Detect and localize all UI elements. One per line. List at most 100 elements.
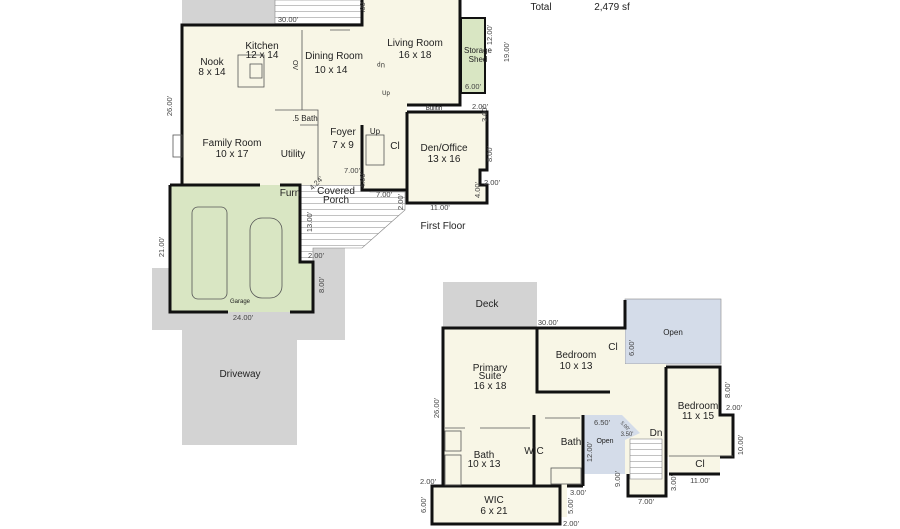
den-size: 13 x 16	[428, 154, 461, 165]
dining-name: Dining Room	[305, 51, 363, 62]
driveway-name: Driveway	[219, 369, 260, 380]
foyer-name: Foyer	[330, 127, 356, 138]
dimension: 2.00'	[420, 477, 437, 486]
nook-size: 8 x 14	[198, 67, 226, 78]
primary-name: Primary	[473, 363, 507, 374]
dimension: 9.00'	[613, 470, 622, 487]
stairs-down-label: Dn	[650, 428, 663, 439]
shed-name-2: Shed	[469, 55, 488, 64]
exterior-wall	[430, 300, 735, 526]
open-area-1	[624, 298, 722, 365]
porch-name-2: Porch	[323, 195, 349, 206]
foyer-size: 7 x 9	[332, 140, 354, 151]
fireplace	[172, 134, 183, 158]
car-icon	[249, 217, 283, 299]
dimension: 10.00'	[736, 434, 745, 455]
deck-name: Deck	[476, 299, 500, 310]
storage-shed	[460, 17, 486, 94]
dimension: 7.00'	[344, 166, 361, 175]
wic1-name: WIC	[524, 446, 543, 457]
stair-up-label: Up	[382, 91, 390, 97]
rear-porch	[274, 0, 363, 26]
primary-name-2: Suite	[479, 371, 502, 382]
interior-walls	[275, 29, 350, 180]
dimension: 5.00'	[358, 0, 367, 13]
wic2-size: 6 x 21	[480, 506, 508, 517]
dimension: 2.00'	[484, 178, 501, 187]
dimension: 6.00'	[465, 82, 482, 91]
stair-up-label: Up	[370, 127, 381, 136]
exterior-wall	[407, 0, 462, 107]
bedroom2-size: 11 x 15	[682, 411, 714, 422]
rear-patio	[182, 0, 275, 25]
dimension: 21.00'	[157, 236, 166, 257]
bedroom1-size: 10 x 13	[560, 361, 593, 372]
stair-up-label: Up	[377, 61, 385, 67]
bedroom1-name: Bedroom	[556, 350, 597, 361]
dimension: 8.00'	[723, 381, 732, 398]
dimension: 24.00'	[233, 313, 254, 322]
kitchen-name: Kitchen	[245, 41, 278, 52]
suv-icon	[191, 206, 228, 300]
bath1-size: 10 x 13	[468, 459, 501, 470]
main-floor-area	[182, 0, 487, 203]
total-value: 2,479 sf	[594, 2, 630, 13]
shower	[550, 467, 582, 485]
open-name-1: Open	[663, 328, 683, 337]
oven-label: OV	[291, 60, 298, 70]
den-name: Den/Office	[420, 143, 467, 154]
wic2-name: WIC	[484, 495, 503, 506]
closet-name: Cl	[390, 141, 399, 152]
dimension: 3.00'	[480, 105, 489, 122]
stair-wall	[360, 125, 407, 192]
dimension: 6.00'	[419, 496, 428, 513]
dimension: 11.00'	[430, 203, 450, 212]
dimension: 8.00'	[317, 276, 326, 293]
nook-name: Nook	[200, 57, 224, 68]
porch-name: Covered	[317, 186, 355, 197]
dimension: 2.00'	[472, 102, 489, 111]
dimension: 5.00'	[566, 497, 575, 514]
total-label: Total	[530, 2, 551, 13]
dimension: 2.00'	[726, 403, 743, 412]
second-floor-plan: Deck Open Bedroom 10 x 13 Cl Primary Sui…	[419, 282, 745, 528]
open-area-2	[583, 415, 640, 474]
exterior-wall	[180, 0, 364, 185]
family-size: 10 x 17	[216, 149, 249, 160]
dimension: 2.00'	[308, 251, 325, 260]
dimension: 3.50'	[621, 432, 634, 438]
garage	[170, 185, 313, 312]
dimension: 4.00'	[473, 181, 482, 198]
dimension: 5.00'	[619, 420, 631, 432]
furn-name: Furn	[280, 188, 301, 199]
half-bath-name: .5 Bath	[292, 114, 317, 123]
bedroom2-name: Bedroom	[678, 401, 719, 412]
dimension: 2.00'	[563, 519, 580, 528]
garage-name: Garage	[230, 299, 251, 305]
dimension: 26.00'	[432, 397, 441, 418]
primary-size: 16 x 18	[474, 381, 507, 392]
dining-size: 10 x 14	[315, 65, 348, 76]
dimension: 3.00'	[570, 488, 587, 497]
living-size: 16 x 18	[399, 50, 432, 61]
deck	[443, 282, 537, 328]
dimension: 7.00'	[638, 497, 655, 506]
dimension: 12.00'	[485, 24, 494, 45]
dimension: 6.50'	[594, 418, 611, 427]
first-floor-title: First Floor	[421, 221, 467, 232]
dimension: 2.00'	[396, 193, 405, 210]
dimension: 30.00'	[538, 318, 559, 327]
bath2-name: Bath	[561, 437, 582, 448]
dimension: 7.00'	[376, 190, 393, 199]
utility-name: Utility	[281, 149, 305, 160]
dimension: 19.00'	[502, 41, 511, 62]
dimension: 12.00'	[585, 441, 594, 462]
dimension: 11.00'	[690, 476, 710, 485]
kitchen-island	[237, 54, 265, 88]
builtin-label: Builtin	[426, 106, 442, 112]
dimension: 3.00'	[669, 474, 678, 491]
stairs-down	[629, 438, 663, 480]
dimension: 8.00'	[485, 145, 494, 162]
first-floor-plan: Kitchen 12 x 14 Nook 8 x 14 Dining Room …	[152, 0, 511, 445]
